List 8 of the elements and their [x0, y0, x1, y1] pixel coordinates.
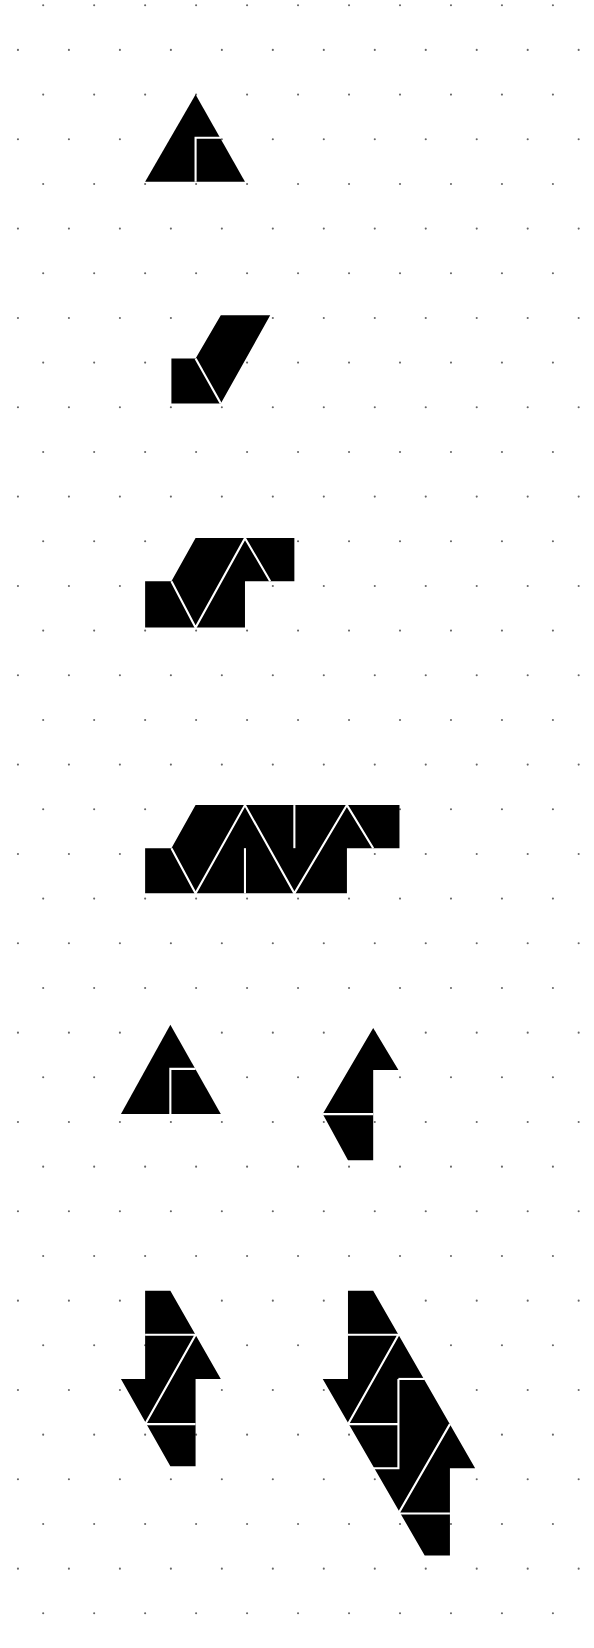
- tile-figure-drawing: [171, 315, 271, 405]
- tile-figure-drawing: [145, 536, 295, 630]
- tile-figure-drawing: [322, 1027, 399, 1161]
- tile-figure-drawing: [120, 1024, 221, 1115]
- tile-figure-drawing: [120, 1290, 221, 1467]
- tile-figure-drawing: [145, 802, 400, 896]
- tile-figure-drawing: [322, 1290, 476, 1556]
- tile-figure-drawing: [145, 94, 245, 182]
